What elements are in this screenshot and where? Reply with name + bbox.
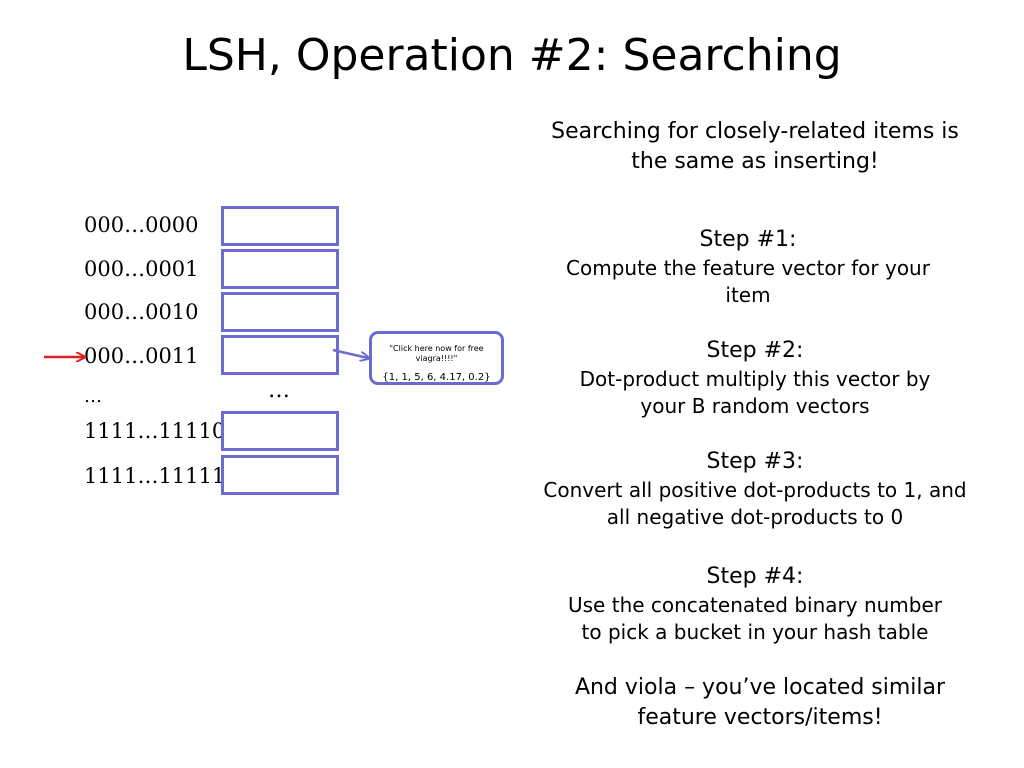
bucket-item-box: "Click here now for free viagra!!!!" {1,… [369,331,504,385]
item-text: "Click here now for free viagra!!!!" [389,344,484,363]
bucket-1 [221,249,339,289]
conclusion-text: And viola – you’ve located similar featu… [574,675,946,730]
intro-text: Searching for closely-related items is t… [551,119,959,174]
hash-key-0: 000…0000 [84,213,199,237]
bucket-3 [221,335,339,375]
step-1-body: Compute the feature vector for your item [566,256,930,307]
slide-title: LSH, Operation #2: Searching [182,30,842,81]
step-3-body: Convert all positive dot-products to 1, … [543,478,967,529]
bucket-0 [221,206,339,246]
step-1: Step #1: Compute the feature vector for … [528,225,968,309]
step-2-label: Step #2: [706,338,804,363]
hash-key-3-selected: 000…0011 [84,344,199,368]
step-2-body: Dot-product multiply this vector by your… [579,367,931,418]
item-feature-vector: {1, 1, 5, 6, 4.17, 0.2} [382,372,491,383]
bucket-4 [221,411,339,451]
step-1-label: Step #1: [699,227,797,252]
step-4-body: Use the concatenated binary number to pi… [568,593,942,644]
hash-key-5: 1111…11111 [84,464,226,488]
step-4-label: Step #4: [706,564,804,589]
step-3: Step #3: Convert all positive dot-produc… [535,447,975,531]
hash-key-ellipsis: … [84,386,102,407]
bucket-2 [221,292,339,332]
step-2: Step #2: Dot-product multiply this vecto… [535,336,975,420]
hash-key-4: 1111…11110 [84,419,226,443]
step-4: Step #4: Use the concatenated binary num… [535,562,975,646]
hash-key-2: 000…0010 [84,300,199,324]
step-3-label: Step #3: [706,449,804,474]
bucket-5 [221,455,339,495]
hash-key-1: 000…0001 [84,257,199,281]
link-arrow [332,348,368,358]
bucket-ellipsis: … [268,378,290,403]
